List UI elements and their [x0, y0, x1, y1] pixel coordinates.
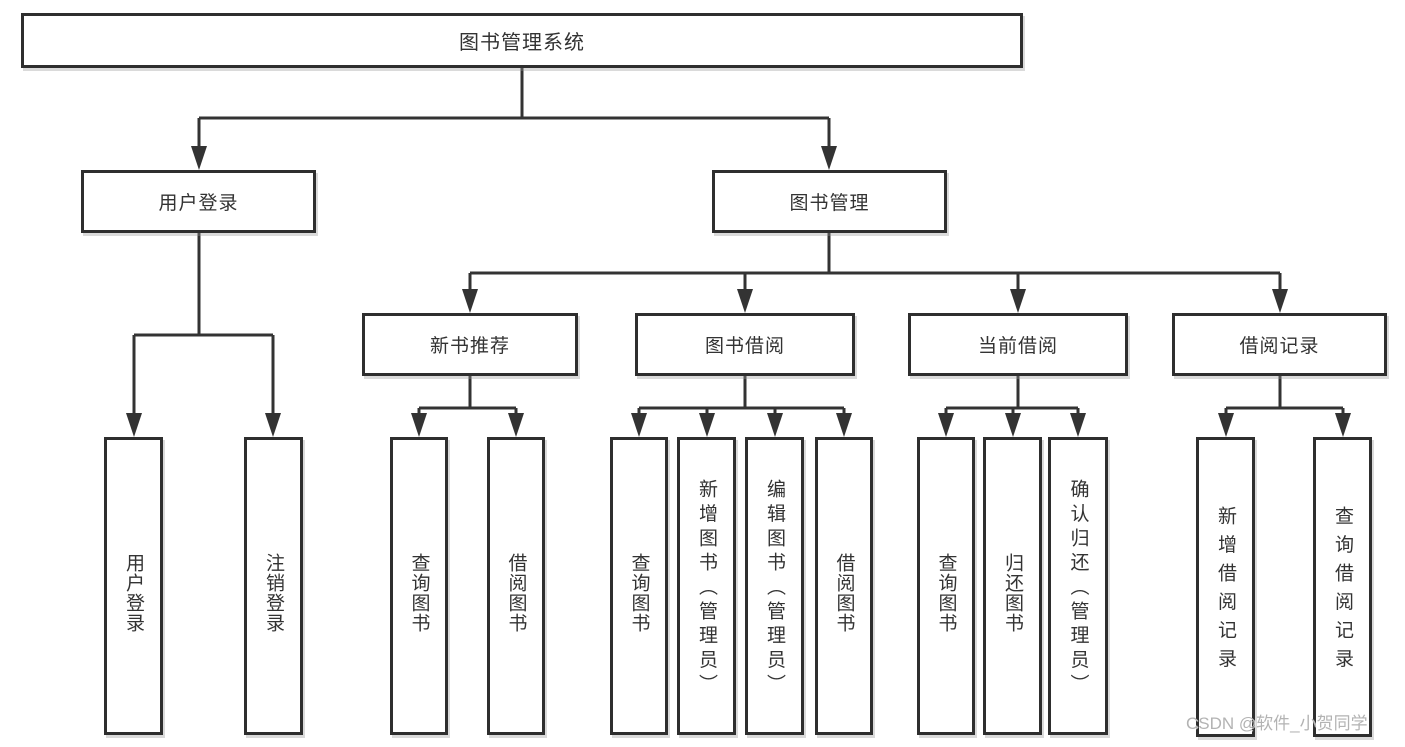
leaf-confirm-return-admin: 确认归还（管理员）: [1048, 437, 1108, 735]
leaf-recommend-borrow-books: 借阅图书: [487, 437, 545, 735]
watermark: CSDN @软件_小贺同学: [1186, 714, 1368, 733]
leaf-user-login: 用户登录: [104, 437, 163, 735]
arrowhead: [265, 413, 281, 437]
node-book-borrowing-label: 图书借阅: [704, 336, 785, 357]
leaf-add-borrow-record: 新增借阅记录: [1196, 437, 1255, 737]
arrowhead: [631, 413, 647, 437]
arrowhead: [191, 146, 207, 170]
arrowhead: [1010, 289, 1026, 313]
leaf-add-book-admin-label: 新增图书（管理员）: [696, 479, 717, 699]
arrowhead: [1070, 413, 1086, 437]
arrowhead: [767, 413, 783, 437]
node-book-management: 图书管理: [712, 170, 947, 233]
node-user-login: 用户登录: [81, 170, 316, 233]
arrowhead: [737, 289, 753, 313]
node-borrow-records-label: 借阅记录: [1239, 336, 1320, 357]
node-root: 图书管理系统: [21, 13, 1023, 68]
node-new-book-recommend-label: 新书推荐: [429, 336, 510, 357]
node-current-borrowing: 当前借阅: [908, 313, 1128, 376]
arrowhead: [462, 289, 478, 313]
arrowhead: [1005, 413, 1021, 437]
leaf-add-book-admin: 新增图书（管理员）: [677, 437, 736, 735]
leaf-logout-label: 注销登录: [263, 552, 284, 633]
arrowhead: [508, 413, 524, 437]
arrowhead: [411, 413, 427, 437]
arrowhead: [699, 413, 715, 437]
leaf-return-book: 归还图书: [983, 437, 1042, 735]
node-user-login-label: 用户登录: [158, 193, 239, 214]
arrowhead: [1218, 413, 1234, 437]
connector-path: [132, 68, 1345, 416]
leaf-recommend-borrow-books-label: 借阅图书: [505, 552, 527, 633]
leaf-edit-book-admin: 编辑图书（管理员）: [745, 437, 804, 735]
leaf-recommend-query-books-label: 查询图书: [408, 552, 430, 633]
arrowhead: [836, 413, 852, 437]
leaf-borrow-book: 借阅图书: [815, 437, 873, 735]
node-new-book-recommend: 新书推荐: [362, 313, 578, 376]
leaf-logout: 注销登录: [244, 437, 303, 735]
leaf-edit-book-admin-label: 编辑图书（管理员）: [764, 479, 785, 699]
leaf-current-query-books-label: 查询图书: [935, 552, 957, 633]
leaf-query-borrow-record: 查询借阅记录: [1313, 437, 1372, 737]
arrowhead: [1272, 289, 1288, 313]
leaf-query-borrow-record-label: 查询借阅记录: [1332, 506, 1353, 678]
leaf-return-book-label: 归还图书: [1002, 552, 1023, 633]
node-book-borrowing: 图书借阅: [635, 313, 855, 376]
arrowhead: [126, 413, 142, 437]
node-borrow-records: 借阅记录: [1172, 313, 1387, 376]
leaf-add-borrow-record-label: 新增借阅记录: [1215, 506, 1236, 678]
leaf-recommend-query-books: 查询图书: [390, 437, 448, 735]
node-book-management-label: 图书管理: [789, 193, 870, 214]
leaf-user-login-label: 用户登录: [123, 552, 144, 633]
arrowhead: [821, 146, 837, 170]
leaf-borrowing-query-books: 查询图书: [610, 437, 668, 735]
arrowhead: [938, 413, 954, 437]
node-root-label: 图书管理系统: [459, 32, 585, 54]
leaf-borrowing-query-books-label: 查询图书: [628, 552, 650, 633]
leaf-borrow-book-label: 借阅图书: [833, 552, 855, 633]
arrowhead: [1335, 413, 1351, 437]
node-current-borrowing-label: 当前借阅: [977, 336, 1058, 357]
leaf-current-query-books: 查询图书: [917, 437, 975, 735]
leaf-confirm-return-admin-label: 确认归还（管理员）: [1067, 479, 1089, 699]
